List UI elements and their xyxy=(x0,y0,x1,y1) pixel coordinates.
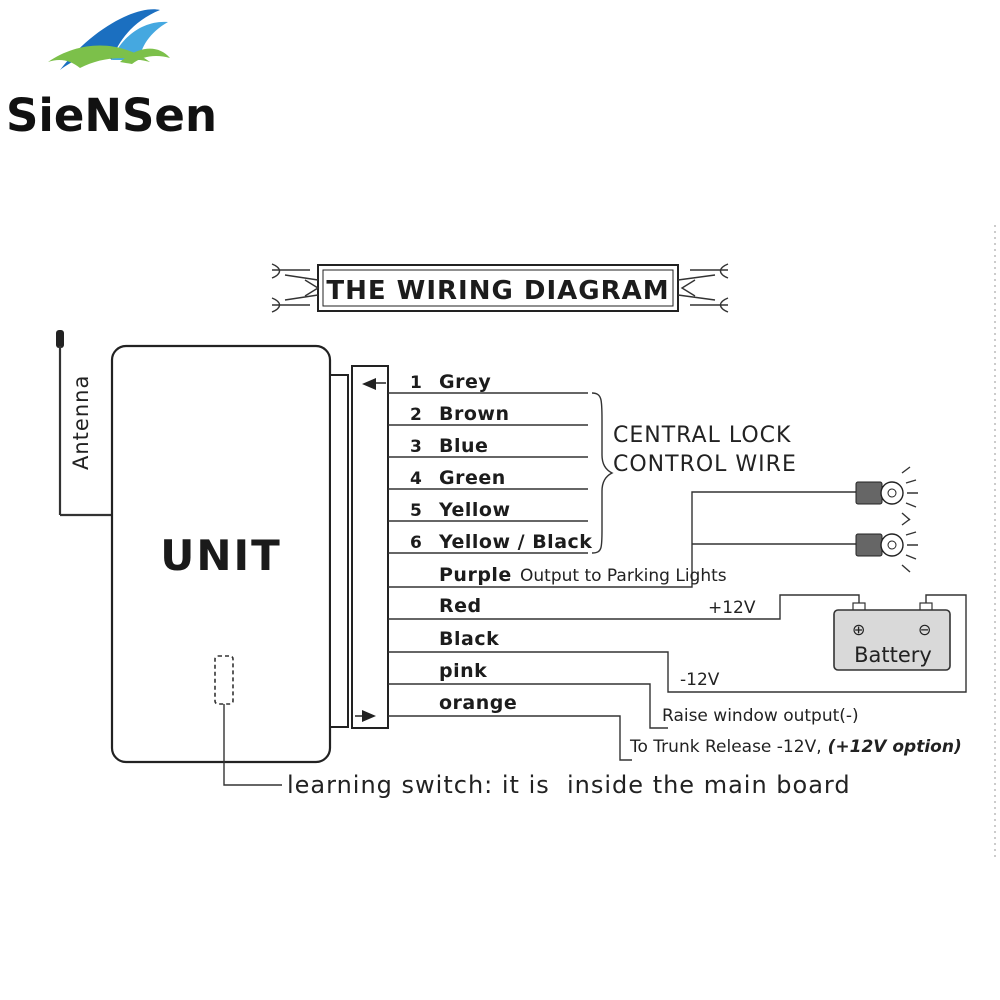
wire-2-color: Brown xyxy=(439,403,509,425)
wire-pink-color: pink xyxy=(439,660,487,682)
minus-12v-label: -12V xyxy=(680,670,720,690)
plus-12v-label: +12V xyxy=(708,598,756,618)
wire-3-color: Blue xyxy=(439,435,488,457)
central-lock-line1: CENTRAL LOCK xyxy=(613,423,791,448)
wire-labels: 1 Grey 2 Brown 3 Blue 4 Green 5 Yellow 6… xyxy=(410,371,592,714)
wire-4-number: 4 xyxy=(410,469,422,489)
battery-minus-icon: ⊖ xyxy=(918,620,931,639)
title-banner: THE WIRING DIAGRAM xyxy=(271,263,729,313)
learning-switch-icon xyxy=(214,655,234,705)
wire-1-color: Grey xyxy=(439,371,491,393)
battery: ⊕ ⊖ Battery xyxy=(833,602,951,671)
parking-output-label: Output to Parking Lights xyxy=(520,566,727,586)
wire-5-color: Yellow xyxy=(438,499,511,521)
brand-name: SieNSen xyxy=(6,89,217,142)
central-lock-line2: CONTROL WIRE xyxy=(613,452,797,477)
wire-6-number: 6 xyxy=(410,533,422,553)
parking-light-icon xyxy=(855,466,918,521)
wire-3-number: 3 xyxy=(410,437,422,457)
trunk-option-text: (+12V option) xyxy=(828,737,962,757)
wire-1-number: 1 xyxy=(410,373,422,393)
learning-switch-label: learning switch: it is inside the main b… xyxy=(287,771,851,799)
unit-box: UNIT xyxy=(110,344,332,786)
wire-orange-color: orange xyxy=(439,692,517,714)
wire-red-color: Red xyxy=(439,595,482,617)
battery-plus-icon: ⊕ xyxy=(852,620,865,639)
battery-label: Battery xyxy=(854,643,932,667)
trunk-release-label: To Trunk Release -12V, (+12V option) xyxy=(629,737,962,757)
wire-purple-color: Purple xyxy=(439,564,512,586)
wire-black-color: Black xyxy=(439,628,499,650)
parking-light-icon xyxy=(855,518,918,573)
wire-4-color: Green xyxy=(439,467,506,489)
wire-6-color: Yellow / Black xyxy=(438,531,592,553)
antenna-label: Antenna xyxy=(69,375,93,470)
raise-window-label: Raise window output(-) xyxy=(662,706,859,726)
brand-logo: SieNSen xyxy=(6,9,217,142)
antenna: Antenna xyxy=(56,330,112,517)
logo-wave-green-2 xyxy=(120,48,170,64)
unit-label: UNIT xyxy=(160,531,282,580)
wire-2-number: 2 xyxy=(410,405,422,425)
wire-lines xyxy=(388,392,967,761)
wire-5-number: 5 xyxy=(410,501,422,521)
wire-connector xyxy=(329,365,389,729)
central-lock-brace xyxy=(591,392,614,554)
trunk-release-text: To Trunk Release -12V, xyxy=(629,737,822,757)
diagram-title: THE WIRING DIAGRAM xyxy=(326,276,669,306)
logo-wave-green xyxy=(48,45,150,68)
